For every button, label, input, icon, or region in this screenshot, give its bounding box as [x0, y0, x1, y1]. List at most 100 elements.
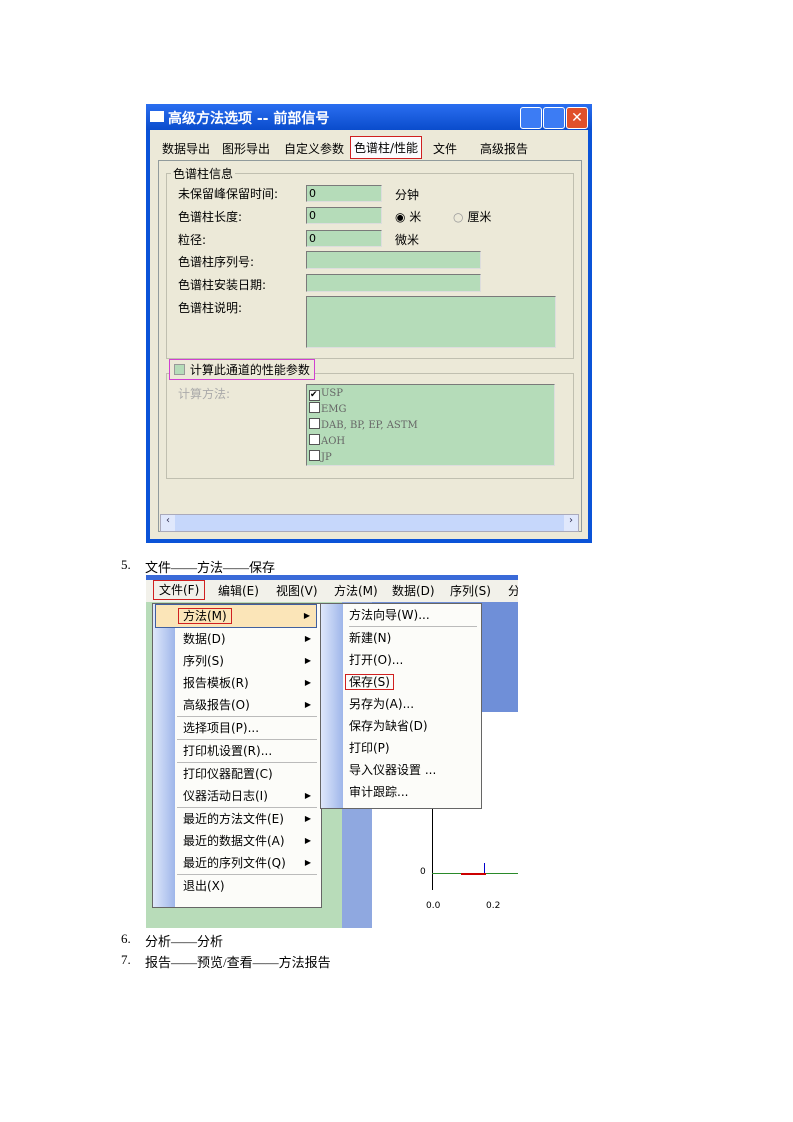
menu-item-label: 打印机设置(R)... — [183, 744, 273, 758]
scroll-left-button[interactable]: ‹ — [161, 515, 175, 531]
chart-x-tick: 0.2 — [486, 901, 501, 911]
method-submenu-item[interactable]: 打印(P) — [349, 737, 477, 759]
description-textarea[interactable] — [306, 296, 556, 348]
menu-method[interactable]: 方法(M) — [334, 584, 378, 598]
menu-item-label: 最近的数据文件(A) — [183, 834, 285, 848]
menu-item-label: 打开(O)... — [349, 653, 404, 667]
file-menu-item[interactable]: 高级报告(O) ▶ — [177, 694, 317, 716]
menu-item-label: 审计跟踪... — [349, 785, 409, 799]
menu-separator — [177, 807, 317, 808]
radio-label: 厘米 — [467, 210, 492, 224]
horizontal-scrollbar[interactable]: ‹ › — [160, 514, 579, 532]
tab-data-export[interactable]: 数据导出 — [162, 142, 211, 156]
window-icon — [150, 111, 164, 122]
file-menu-item[interactable]: 报告模板(R) ▶ — [177, 672, 317, 694]
tab-file[interactable]: 文件 — [433, 142, 458, 156]
methods-list: ✔USP EMG DAB, BP, EP, ASTM AOH JP — [306, 384, 555, 466]
file-menu-item[interactable]: 仪器活动日志(I)▶ — [177, 785, 317, 807]
method-submenu-item[interactable]: 保存(S) — [345, 671, 477, 693]
maximize-button[interactable] — [543, 107, 565, 129]
step-number: 5. — [121, 557, 131, 572]
submenu-arrow-icon: ▶ — [304, 700, 311, 709]
menu-item-label: 退出(X) — [183, 879, 225, 893]
file-menu-item[interactable]: 最近的方法文件(E) ▶ — [177, 808, 317, 830]
file-menu-item[interactable]: 退出(X) — [177, 875, 317, 897]
dialog-body: 数据导出 图形导出 自定义参数 色谱柱/性能 文件 高级报告 色谱柱信息 未保留… — [150, 130, 588, 539]
submenu-arrow-icon: ▶ — [303, 611, 310, 620]
field-label: 未保留峰保留时间: — [178, 187, 279, 201]
unit-label: 微米 — [395, 233, 420, 247]
tab-advanced-report[interactable]: 高级报告 — [480, 142, 529, 156]
menu-item-label: 仪器活动日志(I) — [183, 789, 268, 803]
submenu-arrow-icon: ▶ — [304, 678, 311, 687]
scroll-right-button[interactable]: › — [564, 515, 578, 531]
method-submenu-item[interactable]: 审计跟踪... — [349, 781, 477, 803]
menu-item-label: 方法(M) — [178, 608, 232, 624]
menu-file[interactable]: 文件(F) — [153, 580, 206, 600]
unit-label: 分钟 — [395, 188, 420, 202]
menu-edit[interactable]: 编辑(E) — [218, 584, 259, 598]
method-submenu-item[interactable]: 导入仪器设置 ... — [349, 759, 477, 781]
menu-item-label: 数据(D) — [183, 632, 226, 646]
file-menu-item[interactable]: 数据(D)▶ — [177, 628, 317, 650]
radio-meter[interactable]: ◉ 米 — [395, 210, 422, 224]
menu-view[interactable]: 视图(V) — [276, 584, 318, 598]
menu-item-label: 方法向导(W)... — [349, 608, 430, 622]
file-menu-item[interactable]: 选择项目(P)... — [177, 717, 317, 739]
method-submenu: 方法向导(W)... 新建(N) 打开(O)... 保存(S)另存为(A)... 保存为… — [320, 603, 482, 809]
method-dab[interactable]: DAB, BP, EP, ASTM — [309, 418, 554, 434]
tab-custom-params[interactable]: 自定义参数 — [284, 142, 345, 156]
menu-separator — [177, 716, 317, 717]
menu-data[interactable]: 数据(D) — [392, 584, 435, 598]
menu-sequence[interactable]: 序列(S) — [450, 584, 491, 598]
file-menu-item[interactable]: 方法(M) ▶ — [155, 604, 317, 628]
file-menu-item[interactable]: 最近的序列文件(Q)▶ — [177, 852, 317, 874]
performance-checkbox[interactable]: 计算此通道的性能参数 — [169, 359, 315, 380]
field-label: 色谱柱安装日期: — [178, 278, 267, 292]
menu-item-label: 导入仪器设置 ... — [349, 763, 437, 777]
column-length-input[interactable]: 0 — [306, 207, 382, 224]
minimize-button[interactable] — [520, 107, 542, 129]
method-jp[interactable]: JP — [309, 450, 554, 466]
menu-separator — [177, 874, 317, 875]
method-aoh[interactable]: AOH — [309, 434, 554, 450]
menu-separator — [177, 762, 317, 763]
particle-size-input[interactable]: 0 — [306, 230, 382, 247]
serial-number-input[interactable] — [306, 251, 481, 269]
submenu-arrow-icon: ▶ — [304, 858, 311, 867]
column-info-group — [166, 173, 574, 359]
method-emg[interactable]: EMG — [309, 402, 554, 418]
submenu-arrow-icon: ▶ — [304, 836, 311, 845]
close-button[interactable]: ✕ — [566, 107, 588, 129]
field-label: 色谱柱长度: — [178, 210, 243, 224]
performance-group — [166, 373, 574, 479]
method-usp[interactable]: ✔USP — [309, 388, 344, 401]
method-submenu-item[interactable]: 方法向导(W)... — [349, 604, 477, 626]
file-menu-item[interactable]: 打印机设置(R)... — [177, 740, 317, 762]
file-menu: 方法(M)▶数据(D)▶序列(S)▶报告模板(R)▶高级报告(O)▶选择项目(P… — [152, 603, 322, 908]
tab-column-performance[interactable]: 色谱柱/性能 — [350, 136, 423, 159]
menu-analysis[interactable]: 分 — [508, 584, 518, 598]
menu-item-label: 报告模板(R) — [183, 676, 249, 690]
tab-graph-export[interactable]: 图形导出 — [222, 142, 271, 156]
method-submenu-item[interactable]: 新建(N) — [349, 627, 477, 649]
radio-centimeter[interactable]: ○ 厘米 — [453, 210, 492, 224]
method-submenu-item[interactable]: 打开(O)... — [349, 649, 477, 671]
submenu-arrow-icon: ▶ — [304, 814, 311, 823]
submenu-arrow-icon: ▶ — [304, 656, 311, 665]
file-menu-item[interactable]: 最近的数据文件(A) ▶ — [177, 830, 317, 852]
chart-y-tick: 0 — [420, 867, 426, 877]
menu-item-label: 打印仪器配置(C) — [183, 767, 273, 781]
menu-item-label: 保存为缺省(D) — [349, 719, 428, 733]
file-menu-item[interactable]: 打印仪器配置(C) — [177, 763, 317, 785]
method-submenu-item[interactable]: 另存为(A)... — [349, 693, 477, 715]
file-menu-item[interactable]: 序列(S)▶ — [177, 650, 317, 672]
menu-item-label: 最近的方法文件(E) — [183, 812, 284, 826]
unretained-time-input[interactable]: 0 — [306, 185, 382, 202]
menu-item-label: 选择项目(P)... — [183, 721, 260, 735]
install-date-input[interactable] — [306, 274, 481, 292]
menu-item-label: 高级报告(O) — [183, 698, 250, 712]
step-number: 6. — [121, 931, 131, 946]
method-submenu-item[interactable]: 保存为缺省(D) — [349, 715, 477, 737]
